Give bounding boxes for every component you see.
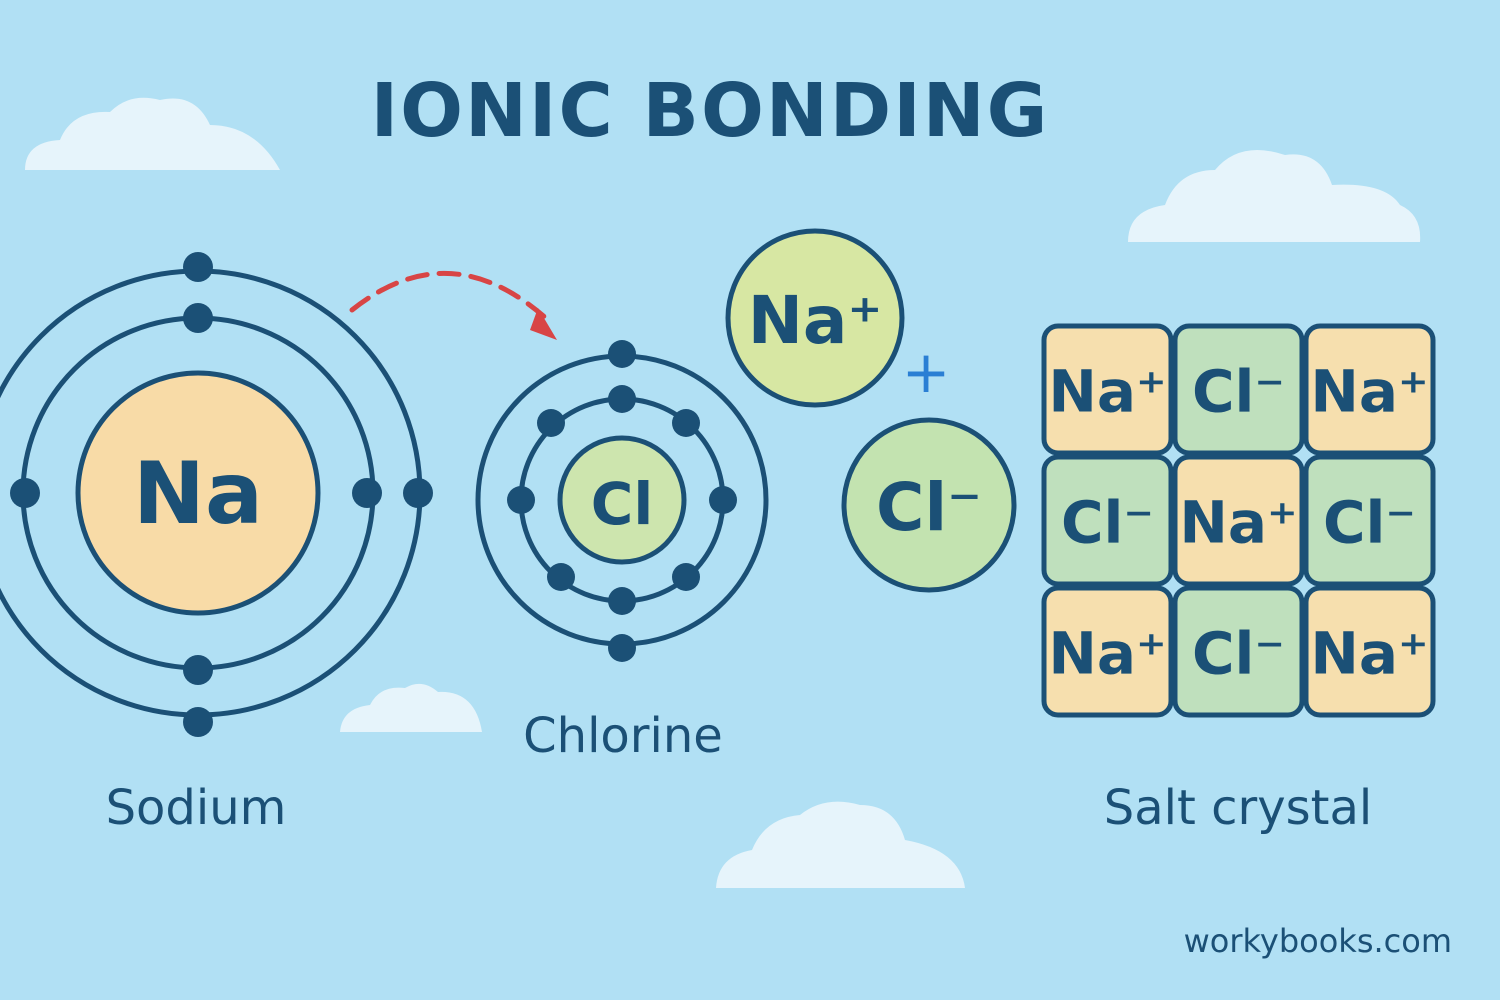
website-credit: workybooks.com	[1184, 922, 1452, 960]
crystal-cell	[1041, 323, 1174, 456]
salt-crystal-lattice: Na⁺ Cl⁻ Na⁺ Cl⁻ Na⁺ Cl⁻ Na⁺ Cl⁻ Na⁺	[1041, 323, 1436, 718]
sodium-electrons	[10, 252, 433, 737]
salt-crystal-label: Salt crystal	[1104, 780, 1372, 836]
crystal-cell	[1303, 454, 1436, 587]
crystal-cell	[1041, 585, 1174, 718]
electron	[183, 655, 213, 685]
sodium-ion: Na⁺	[725, 228, 905, 408]
electron	[672, 409, 700, 437]
crystal-cell	[1172, 585, 1305, 718]
cloud-bottom	[716, 801, 965, 888]
electron	[507, 486, 535, 514]
electron-transfer-arrow	[349, 271, 557, 340]
cloud-top-right	[1128, 150, 1421, 242]
crystal-chloride-ion-label: Cl⁻	[1192, 620, 1285, 688]
crystal-cell	[1303, 585, 1436, 718]
electron	[608, 587, 636, 615]
crystal-cell	[1041, 454, 1174, 587]
electron	[537, 409, 565, 437]
chlorine-atom: Cl	[475, 340, 769, 662]
chlorine-symbol: Cl	[591, 470, 653, 538]
chloride-ion-symbol: Cl⁻	[876, 469, 982, 546]
electron	[10, 478, 40, 508]
crystal-sodium-ion-label: Na⁺	[1048, 620, 1166, 688]
electron	[183, 707, 213, 737]
crystal-chloride-ion-label: Cl⁻	[1192, 358, 1285, 426]
sodium-nucleus	[75, 370, 321, 616]
sodium-ion-symbol: Na⁺	[748, 282, 883, 359]
crystal-chloride-ion-label: Cl⁻	[1061, 489, 1154, 557]
crystal-sodium-ion-label: Na⁺	[1048, 358, 1166, 426]
plus-sign: +	[902, 338, 951, 406]
crystal-cell	[1172, 323, 1305, 456]
crystal-sodium-ion-label: Na⁺	[1179, 489, 1297, 557]
electron	[183, 252, 213, 282]
chloride-ion: Cl⁻	[841, 417, 1017, 593]
electron	[709, 486, 737, 514]
diagram-title: IONIC BONDING	[371, 68, 1050, 154]
crystal-cell	[1172, 454, 1305, 587]
sodium-atom: Na	[0, 252, 433, 737]
chlorine-nucleus	[557, 435, 687, 565]
cloud-middle-small	[340, 683, 482, 732]
electron	[608, 634, 636, 662]
electron	[183, 303, 213, 333]
sodium-symbol: Na	[133, 444, 263, 544]
crystal-sodium-ion-label: Na⁺	[1310, 358, 1428, 426]
electron	[608, 385, 636, 413]
chlorine-electrons	[507, 340, 737, 662]
sodium-label: Sodium	[106, 780, 287, 836]
crystal-sodium-ion-label: Na⁺	[1310, 620, 1428, 688]
electron	[352, 478, 382, 508]
electron	[672, 563, 700, 591]
electron	[403, 478, 433, 508]
electron	[608, 340, 636, 368]
crystal-chloride-ion-label: Cl⁻	[1323, 489, 1416, 557]
crystal-cell	[1303, 323, 1436, 456]
cloud-top-left	[25, 97, 280, 170]
chlorine-label: Chlorine	[523, 708, 723, 764]
electron	[547, 563, 575, 591]
